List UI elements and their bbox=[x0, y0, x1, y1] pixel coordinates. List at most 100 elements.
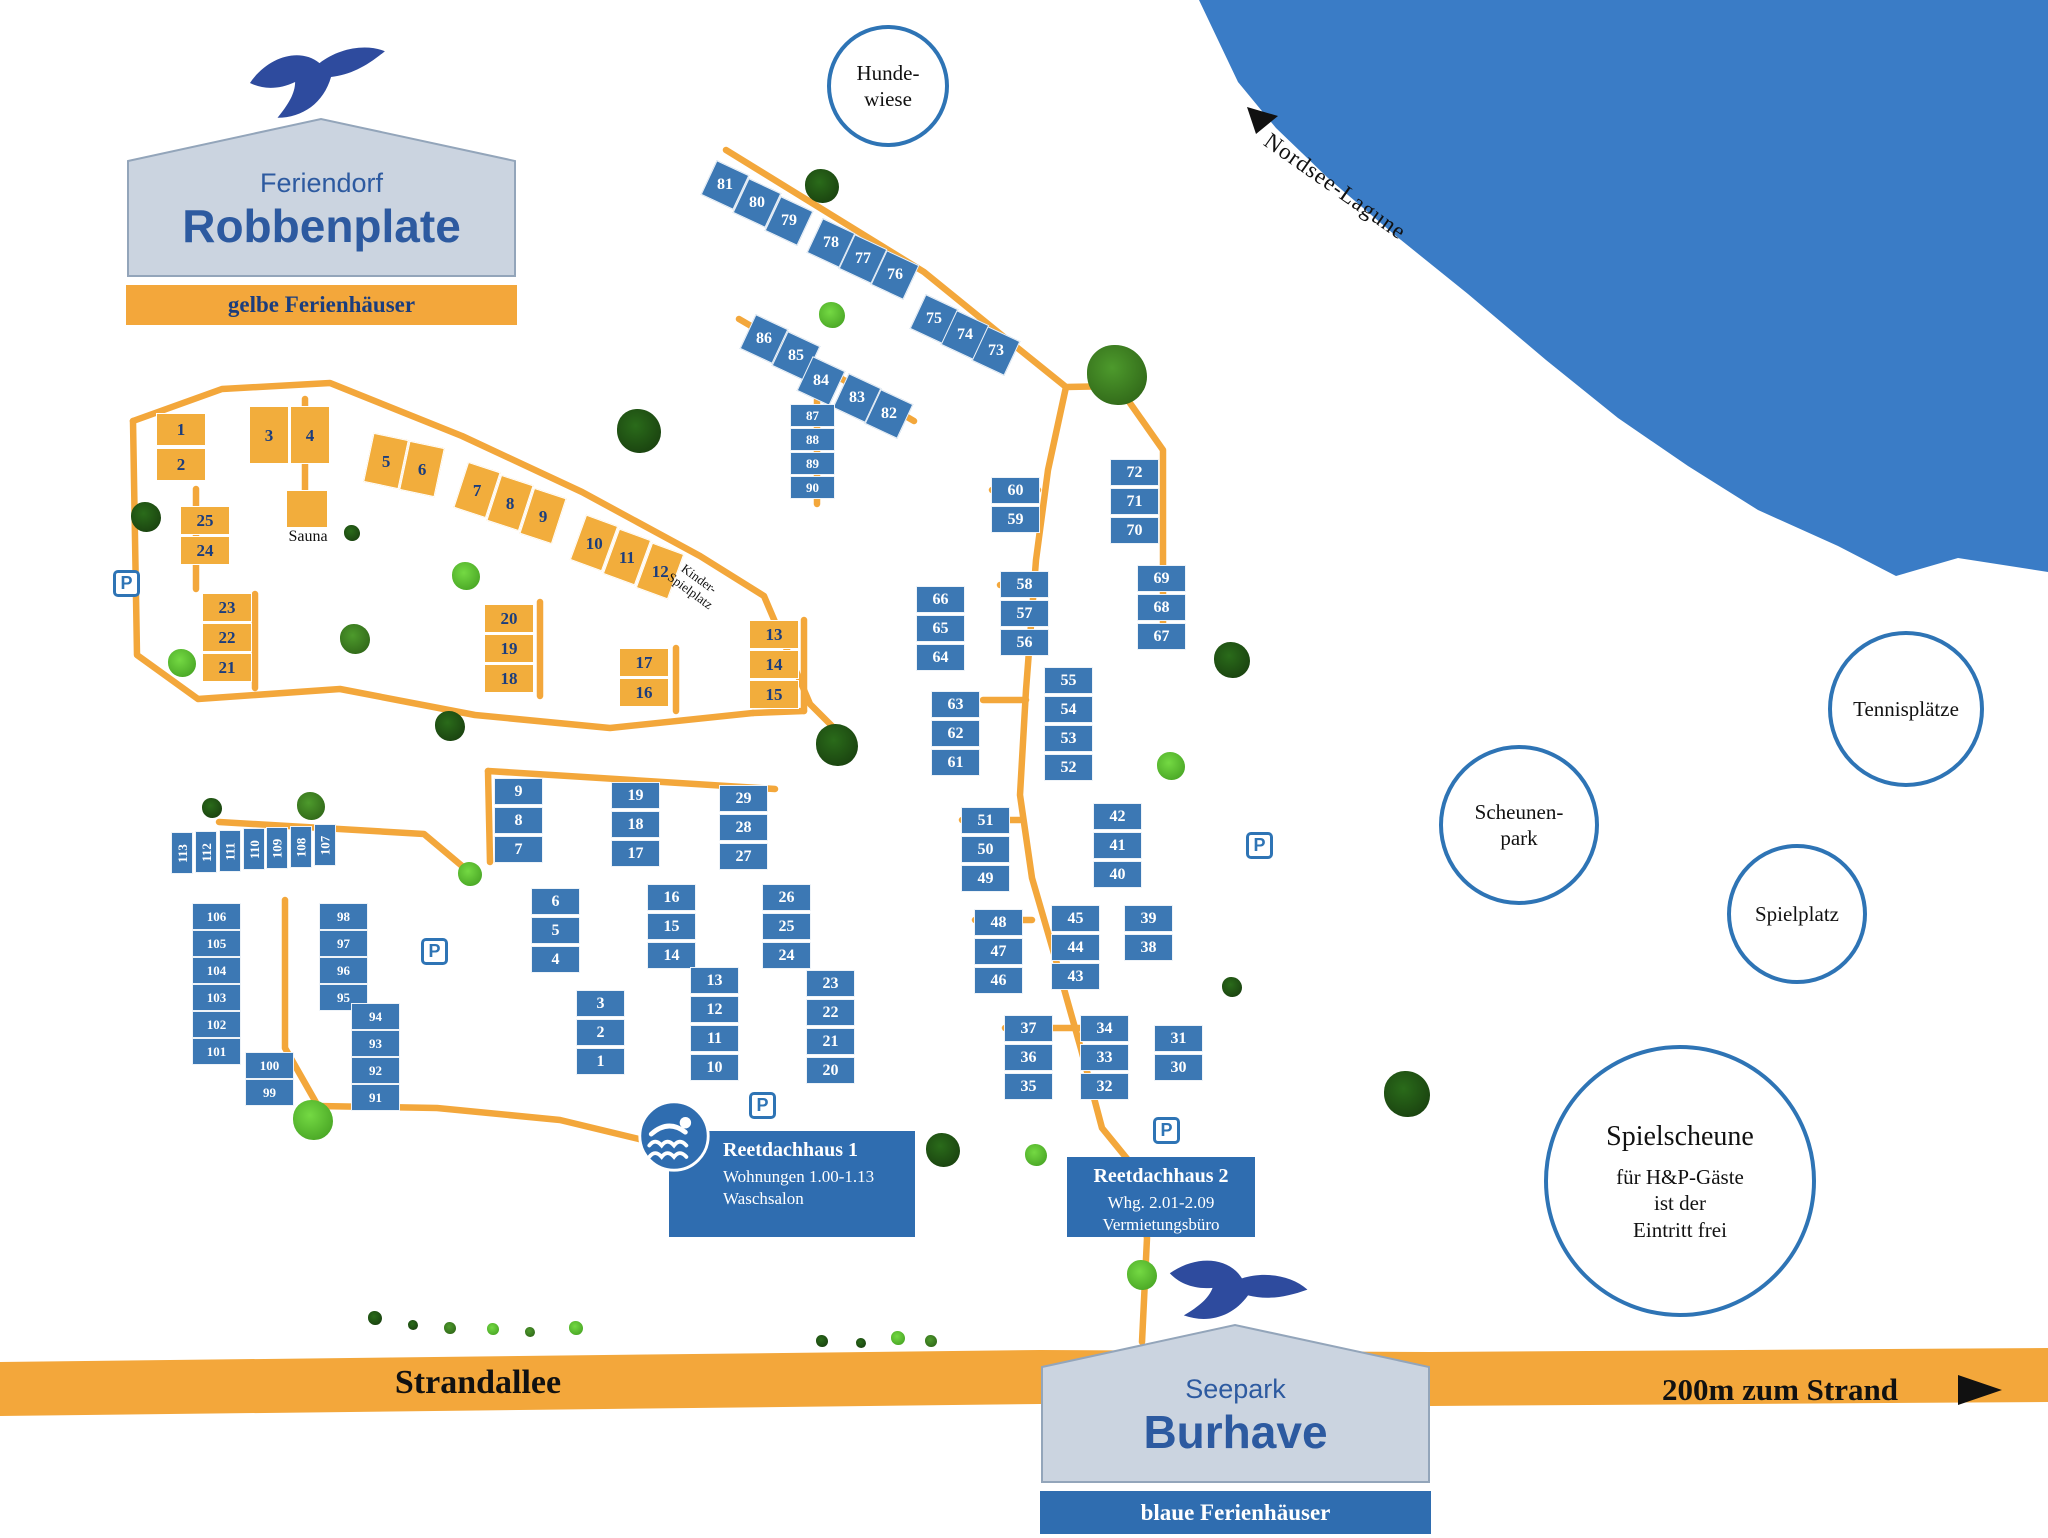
house-blue-33: 33 bbox=[1080, 1044, 1129, 1071]
house-blue-28: 28 bbox=[719, 814, 768, 841]
house-blue-108: 108 bbox=[290, 826, 312, 868]
house-blue-64: 64 bbox=[916, 644, 965, 671]
house-blue-61: 61 bbox=[931, 749, 980, 776]
burhave-logo: Seepark Burhave bbox=[1040, 1260, 1431, 1484]
house-blue-41: 41 bbox=[1093, 832, 1142, 859]
house-blue-19: 19 bbox=[611, 782, 660, 809]
tree-icon bbox=[816, 724, 858, 766]
house-blue-63: 63 bbox=[931, 691, 980, 718]
tree-icon bbox=[444, 1322, 456, 1334]
parking-icon: P bbox=[1246, 832, 1273, 859]
house-blue-111: 111 bbox=[219, 830, 241, 872]
tree-icon bbox=[435, 711, 465, 741]
tree-icon bbox=[1087, 345, 1147, 405]
house-blue-105: 105 bbox=[192, 930, 241, 957]
reetdachhaus2-title: Reetdachhaus 2 bbox=[1093, 1165, 1229, 1187]
strandallee-label: Strandallee bbox=[394, 1364, 562, 1401]
area-scheunenpark-label: Scheunen- bbox=[1474, 799, 1564, 824]
house-blue-42: 42 bbox=[1093, 803, 1142, 830]
house-blue-99: 99 bbox=[245, 1079, 294, 1106]
tree-icon bbox=[925, 1335, 937, 1347]
house-blue-53: 53 bbox=[1044, 725, 1093, 752]
house-blue-49: 49 bbox=[961, 865, 1010, 892]
house-yellow-2: 2 bbox=[156, 448, 206, 481]
house-yellow-17: 17 bbox=[619, 648, 669, 677]
strand-distance-label: 200m zum Strand bbox=[1662, 1372, 1898, 1407]
house-blue-4: 4 bbox=[531, 946, 580, 973]
burhave-bird-icon bbox=[1169, 1260, 1308, 1319]
robbenplate-bird-icon bbox=[249, 47, 385, 118]
tree-icon bbox=[408, 1320, 418, 1330]
house-yellow-16: 16 bbox=[619, 678, 669, 707]
house-blue-94: 94 bbox=[351, 1003, 400, 1030]
house-yellow-19: 19 bbox=[484, 634, 534, 663]
tree-icon bbox=[617, 409, 661, 453]
house-yellow-21: 21 bbox=[202, 653, 252, 682]
house-blue-102: 102 bbox=[192, 1011, 241, 1038]
house-blue-112: 112 bbox=[195, 831, 217, 873]
house-blue-30: 30 bbox=[1154, 1054, 1203, 1081]
house-blue-24: 24 bbox=[762, 942, 811, 969]
area-spielplatz: Spielplatz bbox=[1727, 844, 1867, 984]
house-blue-104: 104 bbox=[192, 957, 241, 984]
house-blue-55: 55 bbox=[1044, 667, 1093, 694]
house-blue-6: 6 bbox=[531, 888, 580, 915]
area-scheunenpark: Scheunen-park bbox=[1439, 745, 1599, 905]
house-blue-2: 2 bbox=[576, 1019, 625, 1046]
area-hundewiese-label: Hunde- bbox=[856, 60, 920, 85]
house-blue-91: 91 bbox=[351, 1084, 400, 1111]
area-spielplatz-label: Spielplatz bbox=[1755, 901, 1839, 926]
house-blue-66: 66 bbox=[916, 586, 965, 613]
house-blue-36: 36 bbox=[1004, 1044, 1053, 1071]
house-blue-38: 38 bbox=[1124, 934, 1173, 961]
house-blue-20: 20 bbox=[806, 1057, 855, 1084]
parking-icon: P bbox=[113, 570, 140, 597]
tree-icon bbox=[202, 798, 222, 818]
tree-icon bbox=[1222, 977, 1242, 997]
house-yellow-1: 1 bbox=[156, 413, 206, 446]
tree-icon bbox=[368, 1311, 382, 1325]
house-blue-106: 106 bbox=[192, 903, 241, 930]
tree-icon bbox=[131, 502, 161, 532]
tree-icon bbox=[569, 1321, 583, 1335]
area-tennisplaetze-label: Tennisplätze bbox=[1853, 696, 1959, 721]
house-blue-109: 109 bbox=[266, 827, 288, 869]
house-blue-50: 50 bbox=[961, 836, 1010, 863]
tree-icon bbox=[1214, 642, 1250, 678]
house-blue-97: 97 bbox=[319, 930, 368, 957]
area-tennisplaetze: Tennisplätze bbox=[1828, 631, 1984, 787]
road bbox=[129, 417, 757, 732]
house-blue-110: 110 bbox=[243, 828, 265, 870]
house-blue-113: 113 bbox=[171, 832, 193, 874]
house-blue-57: 57 bbox=[1000, 600, 1049, 627]
house-blue-72: 72 bbox=[1110, 459, 1159, 486]
house-yellow-14: 14 bbox=[749, 650, 799, 679]
road bbox=[484, 767, 494, 866]
house-blue-62: 62 bbox=[931, 720, 980, 747]
house-blue-16: 16 bbox=[647, 884, 696, 911]
house-blue-69: 69 bbox=[1137, 565, 1186, 592]
house-blue-92: 92 bbox=[351, 1057, 400, 1084]
tree-icon bbox=[340, 624, 370, 654]
house-blue-60: 60 bbox=[991, 477, 1040, 504]
area-spielscheune-label: ist der bbox=[1654, 1191, 1706, 1216]
house-blue-54: 54 bbox=[1044, 696, 1093, 723]
road bbox=[215, 818, 472, 875]
house-blue-58: 58 bbox=[1000, 571, 1049, 598]
robbenplate-banner: gelbe Ferienhäuser bbox=[126, 285, 517, 325]
house-blue-43: 43 bbox=[1051, 963, 1100, 990]
house-blue-18: 18 bbox=[611, 811, 660, 838]
road bbox=[314, 1102, 672, 1150]
area-scheunenpark-label: park bbox=[1500, 826, 1538, 850]
house-blue-45: 45 bbox=[1051, 905, 1100, 932]
house-blue-96: 96 bbox=[319, 957, 368, 984]
strandallee-road bbox=[0, 1348, 2048, 1416]
house-blue-68: 68 bbox=[1137, 594, 1186, 621]
house-yellow-24: 24 bbox=[180, 536, 230, 565]
burhave-title: Burhave bbox=[1143, 1406, 1328, 1458]
house-blue-70: 70 bbox=[1110, 517, 1159, 544]
house-blue-71: 71 bbox=[1110, 488, 1159, 515]
tree-icon bbox=[458, 862, 482, 886]
